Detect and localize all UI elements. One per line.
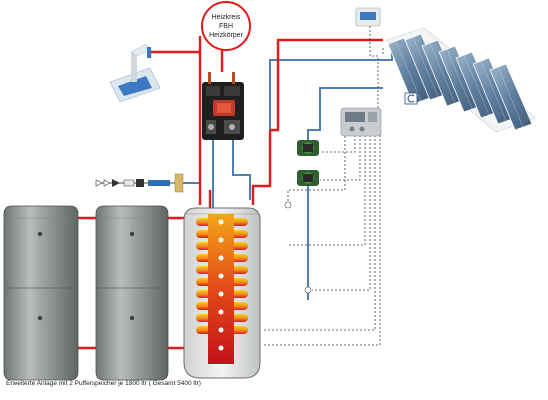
temperature-sensor: [284, 201, 312, 294]
room-thermostat-icon: [355, 7, 381, 27]
heat-exchanger: [196, 214, 248, 364]
buffer-tank: [3, 205, 79, 381]
return-pipes: [178, 48, 393, 300]
heating-circuit-node: Heizkreis FBH Heizkörper: [201, 1, 251, 51]
solar-controller-icon: [340, 107, 382, 137]
tap-icon: [109, 43, 161, 103]
heating-circuit-label-1: Heizkreis: [212, 14, 241, 21]
heating-circuit-label-3: Heizkörper: [209, 32, 244, 39]
flow-pipes: [78, 28, 383, 350]
cold-water-inlet-icon: [95, 173, 184, 193]
buffer-tank: [95, 205, 169, 381]
circulation-pump-icon: [297, 170, 319, 186]
circulation-pump-icon: [297, 140, 319, 156]
solar-collector-icon: [385, 27, 537, 133]
heating-circuit-label-2: FBH: [219, 23, 233, 30]
sensor-lines: [262, 22, 384, 346]
diagram-caption: Erweiterte Anlage mit 2 Pufferspeicher j…: [6, 380, 201, 387]
pump-station-icon: [202, 72, 244, 140]
ce-mark-icon: [404, 92, 418, 105]
